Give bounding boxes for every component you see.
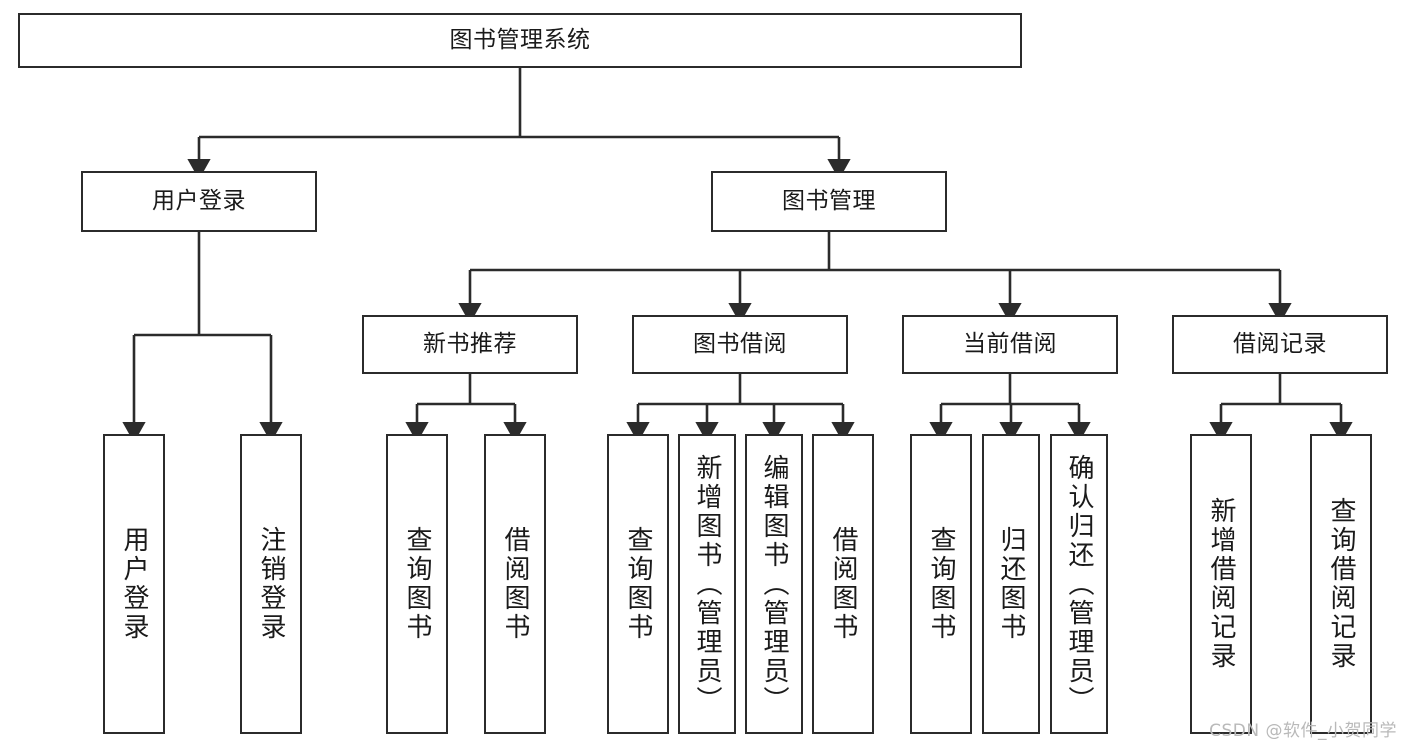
leaf-return-books-label: 归还图书 (996, 526, 1026, 642)
leaf-user-login[interactable]: 用户登录 (103, 434, 165, 734)
node-current-borrowing-label: 当前借阅 (963, 330, 1057, 357)
node-book-borrowing-label: 图书借阅 (693, 330, 787, 357)
leaf-edit-book-admin-label: 编辑图书（管理员） (759, 453, 789, 715)
node-user-login[interactable]: 用户登录 (81, 171, 317, 232)
leaf-confirm-return-admin-label: 确认归还（管理员） (1064, 453, 1094, 715)
node-new-book-recommendation[interactable]: 新书推荐 (362, 315, 578, 374)
leaf-logout[interactable]: 注销登录 (240, 434, 302, 734)
node-new-book-recommendation-label: 新书推荐 (423, 330, 517, 357)
leaf-query-borrow-record[interactable]: 查询借阅记录 (1310, 434, 1372, 734)
leaf-logout-label: 注销登录 (256, 526, 286, 642)
csdn-watermark: CSDN @软件_小贺同学 (1209, 721, 1397, 741)
leaf-borrow-books-borrowing[interactable]: 借阅图书 (812, 434, 874, 734)
leaf-borrow-books-recommendation[interactable]: 借阅图书 (484, 434, 546, 734)
node-book-management[interactable]: 图书管理 (711, 171, 947, 232)
leaf-query-books-current[interactable]: 查询图书 (910, 434, 972, 734)
leaf-borrow-books-recommendation-label: 借阅图书 (500, 526, 530, 642)
leaf-borrow-books-borrowing-label: 借阅图书 (828, 526, 858, 642)
leaf-add-book-admin-label: 新增图书（管理员） (692, 453, 722, 715)
node-root[interactable]: 图书管理系统 (18, 13, 1022, 68)
leaf-query-books-borrowing[interactable]: 查询图书 (607, 434, 669, 734)
node-borrow-records-label: 借阅记录 (1233, 330, 1327, 357)
leaf-edit-book-admin[interactable]: 编辑图书（管理员） (745, 434, 803, 734)
node-borrow-records[interactable]: 借阅记录 (1172, 315, 1388, 374)
leaf-query-books-borrowing-label: 查询图书 (623, 526, 653, 642)
leaf-add-borrow-record-label: 新增借阅记录 (1206, 497, 1236, 671)
leaf-confirm-return-admin[interactable]: 确认归还（管理员） (1050, 434, 1108, 734)
node-current-borrowing[interactable]: 当前借阅 (902, 315, 1118, 374)
leaf-return-books[interactable]: 归还图书 (982, 434, 1040, 734)
leaf-query-borrow-record-label: 查询借阅记录 (1326, 497, 1356, 671)
leaf-user-login-label: 用户登录 (119, 526, 149, 642)
node-user-login-label: 用户登录 (152, 187, 246, 214)
node-root-label: 图书管理系统 (449, 26, 591, 53)
leaf-query-books-recommendation-label: 查询图书 (402, 526, 432, 642)
node-book-borrowing[interactable]: 图书借阅 (632, 315, 848, 374)
leaf-add-borrow-record[interactable]: 新增借阅记录 (1190, 434, 1252, 734)
leaf-query-books-current-label: 查询图书 (926, 526, 956, 642)
node-book-management-label: 图书管理 (782, 187, 876, 214)
leaf-add-book-admin[interactable]: 新增图书（管理员） (678, 434, 736, 734)
leaf-query-books-recommendation[interactable]: 查询图书 (386, 434, 448, 734)
